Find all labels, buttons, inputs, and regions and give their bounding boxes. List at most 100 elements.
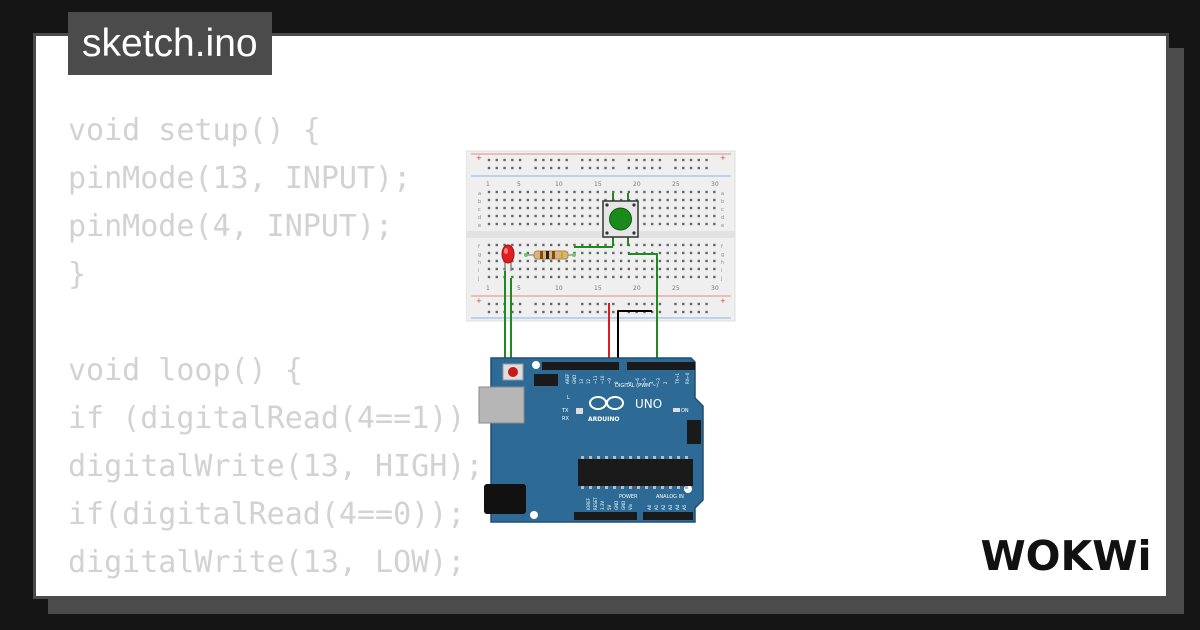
breadboard-hole [612,190,615,194]
chip-pin [661,456,664,459]
row-letter: a [721,191,724,197]
breadboard-hole [697,198,700,202]
breadboard-hole [495,206,498,210]
wokwi-logo[interactable]: WOKWi [981,528,1151,580]
breadboard-hole [682,214,685,218]
row-letter: i [721,268,722,274]
breadboard-hole [542,267,545,271]
breadboard-hole [619,275,623,279]
chip-pin [621,456,624,459]
breadboard-hole [674,198,677,202]
breadboard-hole [713,206,716,210]
breadboard-hole [565,310,568,314]
breadboard-hole [604,243,607,247]
column-number: 5 [517,181,521,188]
chip-pin [589,456,592,459]
column-number: 20 [633,181,641,188]
breadboard-hole [666,198,669,202]
breadboard-hole [689,158,693,162]
breadboard-hole [627,259,631,263]
breadboard-hole [650,267,654,271]
breadboard-hole [697,302,700,306]
breadboard-hole [573,259,576,263]
chip-pin [645,486,648,489]
button-corner [605,231,609,235]
board-labels: L TX RX ON DIGITAL (PWM ~) UNO ARDUINO P… [561,383,689,500]
breadboard-hole [565,198,568,202]
breadboard-hole [534,158,537,162]
row-letter: c [721,207,724,213]
breadboard-hole [643,259,646,263]
breadboard-hole [635,243,638,247]
breadboard-hole [588,275,592,279]
breadboard-hole [650,222,654,226]
breadboard-hole [697,267,700,271]
atmega-chip [578,459,693,486]
circuit-diagram: + + + + 1 5 10 15 20 25 30 1 5 10 15 20 … [466,150,736,523]
breadboard-hole [549,267,553,271]
breadboard-hole [588,267,592,271]
breadboard-hole [503,206,506,210]
chip-pin [629,456,632,459]
code-line: void loop() { [68,353,303,388]
breadboard-hole [705,190,708,194]
breadboard-hole [643,222,646,226]
chip-pin [621,486,624,489]
breadboard-hole [635,259,638,263]
breadboard-hole [650,190,654,194]
breadboard-hole [604,267,607,271]
breadboard-hole [511,166,514,170]
breadboard-hole [713,275,716,279]
breadboard-hole [487,190,491,194]
breadboard-hole [643,166,646,170]
breadboard-hole [612,166,615,170]
breadboard-hole [643,206,646,210]
breadboard-hole [658,206,662,210]
breadboard-hole [635,275,638,279]
file-tab[interactable]: sketch.ino [68,12,272,75]
breadboard-hole [604,275,607,279]
breadboard-hole [619,243,623,247]
breadboard-hole [534,302,537,306]
breadboard-hole [573,214,576,218]
icsp-header [687,420,701,444]
breadboard-hole [612,275,615,279]
chip-pin [661,486,664,489]
pin-label: A2 [661,504,666,510]
breadboard-hole [689,166,693,170]
analog-header-label: ANALOG IN [656,494,684,500]
breadboard-hole [689,275,693,279]
chip-pin [581,456,584,459]
rail-plus-sign: + [476,154,482,162]
breadboard-hole [682,206,685,210]
breadboard-hole [511,158,514,162]
tx-label: TX [561,408,569,414]
breadboard-hole [682,310,685,314]
row-letter: d [478,215,481,221]
breadboard-hole [487,302,491,306]
breadboard-hole [557,198,561,202]
breadboard-hole [581,302,584,306]
file-tab-title: sketch.ino [82,22,258,65]
led-indicator [673,408,680,412]
breadboard-hole [581,267,584,271]
breadboard-hole [487,275,491,279]
button-cap[interactable] [609,207,632,231]
breadboard-hole [697,251,700,255]
breadboard-hole [658,251,662,255]
breadboard-hole [542,302,545,306]
reset-button[interactable] [508,367,518,377]
breadboard-hole [511,310,514,314]
breadboard-hole [650,310,654,314]
code-line: if(digitalRead(4==0)); [68,497,466,532]
pushbutton[interactable] [602,193,639,246]
breadboard-hole [643,190,646,194]
breadboard-hole [666,214,669,218]
breadboard-hole [557,214,561,218]
row-letter: f [478,244,480,250]
chip-pin [613,486,616,489]
chip-pin [597,486,600,489]
breadboard-hole [542,275,545,279]
breadboard-hole [643,214,646,218]
breadboard-hole [705,198,708,202]
